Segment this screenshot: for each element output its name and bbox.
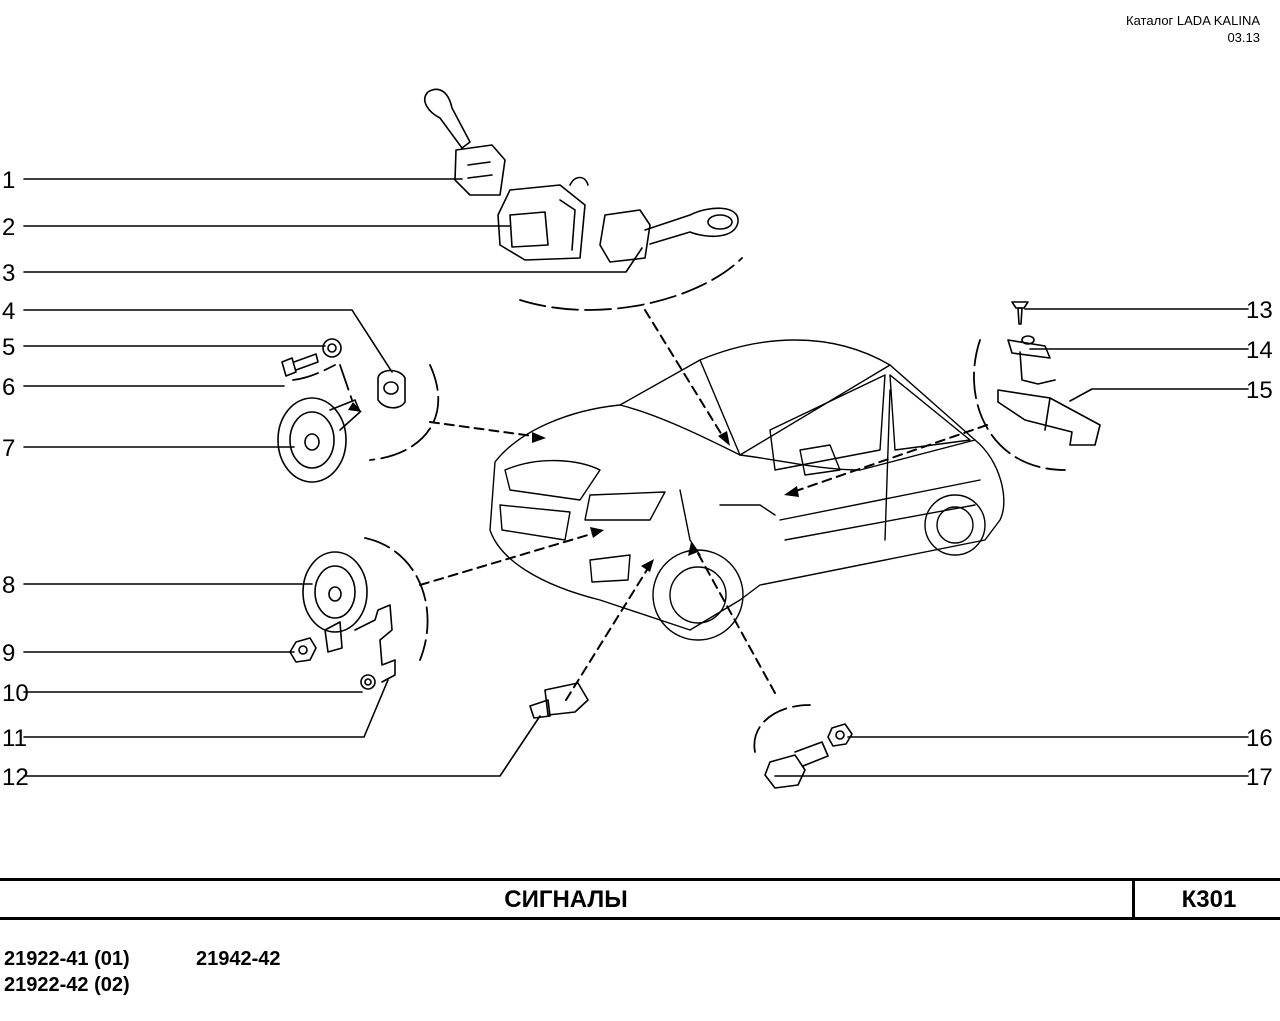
callout-4: 4 xyxy=(2,298,15,325)
horn-upper xyxy=(277,397,361,483)
washer xyxy=(322,338,342,358)
wiper-switch xyxy=(599,207,739,263)
callout-13: 13 xyxy=(1246,297,1273,324)
screw xyxy=(1011,301,1029,325)
section-code: К301 xyxy=(1132,881,1280,917)
callout-15: 15 xyxy=(1246,377,1273,404)
horn-bracket-bushing xyxy=(377,369,406,409)
steering-column-switch-body xyxy=(497,176,589,261)
callout-11: 11 xyxy=(2,725,27,752)
turn-signal-switch xyxy=(424,88,506,196)
assembly-arrows xyxy=(419,309,988,701)
catalog-name: Каталог LADA KALINA xyxy=(1126,13,1260,28)
callout-17: 17 xyxy=(1246,764,1273,791)
arrow-heads xyxy=(348,402,799,572)
model-code: 21922-42 (02) xyxy=(4,974,130,996)
nut-small xyxy=(360,674,376,690)
nut-16 xyxy=(827,723,853,747)
callout-10: 10 xyxy=(2,680,29,707)
model-column-2: 21942-42 xyxy=(196,946,396,972)
page-title: СИГНАЛЫ xyxy=(504,886,628,913)
callout-numbers: 1 2 3 4 5 6 7 8 9 10 11 12 13 14 15 16 1… xyxy=(2,167,1273,791)
callout-6: 6 xyxy=(2,374,15,401)
sensor-switch xyxy=(529,682,589,719)
model-code: 21922-41 (01) xyxy=(4,948,130,970)
parts-diagram: 1 2 3 4 5 6 7 8 9 10 11 12 13 14 15 16 1… xyxy=(2,88,1273,791)
car-illustration xyxy=(489,339,1005,641)
nut xyxy=(289,637,317,663)
callout-9: 9 xyxy=(2,640,15,667)
horn-lower xyxy=(302,551,368,633)
switch-bracket xyxy=(997,389,1101,446)
bolt xyxy=(281,353,319,377)
group-brackets xyxy=(292,257,1066,753)
callout-12: 12 xyxy=(2,764,29,791)
catalog-header: Каталог LADA KALINA 03.13 xyxy=(1126,12,1260,46)
push-switch xyxy=(764,741,829,789)
callout-3: 3 xyxy=(2,260,15,287)
callout-5: 5 xyxy=(2,334,15,361)
title-band: СИГНАЛЫ К301 xyxy=(0,878,1280,920)
callout-2: 2 xyxy=(2,214,15,241)
callout-8: 8 xyxy=(2,572,15,599)
callout-1: 1 xyxy=(2,167,15,194)
callout-7: 7 xyxy=(2,435,15,462)
catalog-date: 03.13 xyxy=(1227,30,1260,45)
mounting-clip xyxy=(1007,335,1056,385)
leader-lines xyxy=(23,178,1249,777)
horn-bracket xyxy=(324,604,396,683)
callout-14: 14 xyxy=(1246,337,1273,364)
model-code: 21942-42 xyxy=(196,948,281,970)
callout-16: 16 xyxy=(1246,725,1273,752)
model-column-1: 21922-41 (01) 21922-42 (02) xyxy=(4,946,204,998)
